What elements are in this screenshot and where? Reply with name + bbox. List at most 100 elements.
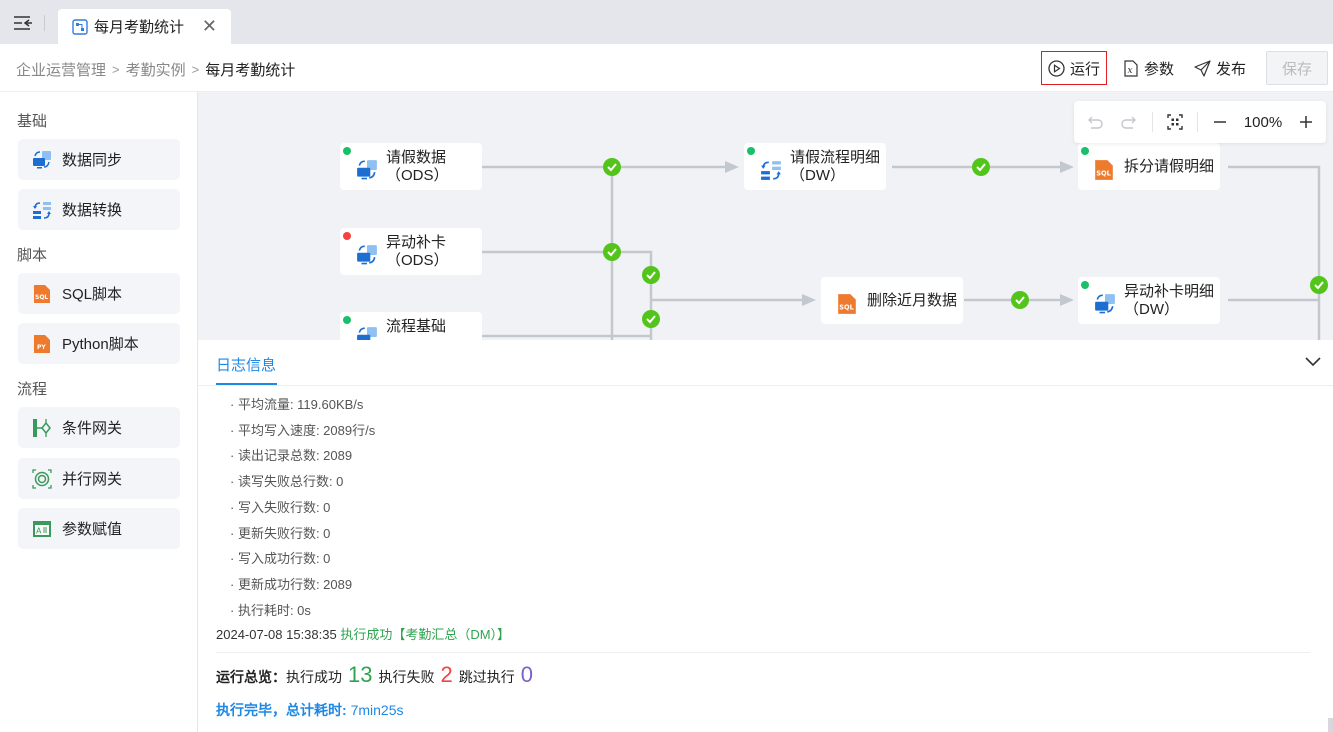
sidebar-item-label: 条件网关 — [62, 420, 123, 437]
edge-n6-right — [1228, 165, 1321, 340]
node-label: 删除近月数据 — [867, 291, 958, 309]
flow-node[interactable]: 异动补卡（ODS） — [340, 228, 482, 275]
check-badge — [1011, 291, 1029, 309]
log-line: · 更新成功行数: 2089 — [230, 577, 353, 592]
flow-node[interactable]: SQL 删除近月数据 — [821, 277, 963, 324]
sidebar-item-data-sync[interactable]: 数据同步 — [18, 139, 180, 180]
breadcrumb-current: 每月考勤统计 — [205, 62, 296, 79]
check-badge — [603, 158, 621, 176]
log-line: · 写入成功行数: 0 — [230, 551, 331, 566]
data-transform-icon — [760, 159, 782, 181]
flow-node[interactable]: 请假流程明细（DW） — [744, 143, 886, 190]
failed-label: 执行失败 — [378, 669, 435, 685]
data-sync-icon — [356, 326, 378, 340]
save-button[interactable]: 保存 — [1266, 51, 1328, 85]
parallel-gateway-icon — [32, 468, 52, 489]
skipped-count: 0 — [520, 662, 533, 687]
summary-title: 运行总览： — [216, 669, 286, 685]
sidebar-item-sql-script[interactable]: SQL SQL脚本 — [18, 273, 180, 314]
tab-label: 每月考勤统计 — [94, 19, 185, 36]
breadcrumb-item[interactable]: 考勤实例 — [125, 62, 186, 79]
section-title-script: 脚本 — [17, 247, 48, 264]
node-label: 流程基础 — [386, 318, 447, 335]
svg-text:SQL: SQL — [839, 303, 854, 311]
send-icon — [1194, 59, 1211, 77]
tab-monthly-attendance[interactable]: 每月考勤统计 ✕ — [58, 9, 231, 44]
breadcrumb-item[interactable]: 企业运营管理 — [16, 62, 107, 79]
param-assign-icon: A — [32, 519, 52, 539]
svg-text:x: x — [1127, 66, 1132, 76]
toolbar-actions: 运行 x 参数 发布 保存 — [1040, 44, 1333, 92]
breadcrumb: 企业运营管理 > 考勤实例 > 每月考勤统计 — [16, 59, 295, 80]
divider — [44, 15, 45, 31]
check-badge — [972, 158, 990, 176]
divider — [1152, 112, 1153, 132]
menu-fold-icon[interactable] — [12, 14, 34, 32]
sidebar-item-parallel-gateway[interactable]: 并行网关 — [18, 458, 180, 499]
log-result-line: 2024-07-08 15:38:35 执行成功【考勤汇总（DM）】 — [216, 624, 510, 643]
svg-text:SQL: SQL — [1096, 169, 1111, 177]
success-count: 13 — [348, 662, 373, 687]
log-line: · 更新失败行数: 0 — [230, 526, 331, 541]
header-bar: 企业运营管理 > 考勤实例 > 每月考勤统计 运行 x 参数 发布 保存 — [0, 44, 1333, 92]
arrow-head — [1060, 161, 1074, 173]
zoom-in-icon[interactable] — [1292, 115, 1320, 129]
component-sidebar: 基础 数据同步 数据转换 脚本 SQL SQL脚本 PY Python脚本 流程… — [0, 92, 198, 732]
data-sync-icon — [356, 244, 378, 266]
sql-icon: SQL — [32, 284, 52, 304]
log-line: · 平均写入速度: 2089行/s — [230, 423, 376, 438]
divider — [216, 652, 1310, 653]
sql-icon: SQL — [1094, 159, 1116, 181]
redo-icon[interactable] — [1112, 114, 1144, 130]
sidebar-item-label: 数据同步 — [62, 152, 123, 169]
check-badge — [642, 266, 660, 284]
data-sync-icon — [356, 159, 378, 181]
undo-icon[interactable] — [1080, 114, 1112, 130]
flow-file-icon — [72, 18, 88, 35]
data-sync-icon — [1094, 293, 1116, 315]
svg-text:SQL: SQL — [35, 294, 48, 301]
sidebar-item-condition-gateway[interactable]: 条件网关 — [18, 407, 180, 448]
finish-line: 执行完毕，总计耗时: 7min25s — [216, 700, 403, 720]
node-label: 异动补卡（ODS） — [386, 233, 449, 269]
check-badge — [603, 243, 621, 261]
chevron-down-icon[interactable] — [1305, 354, 1321, 372]
arrow-head — [1060, 294, 1074, 306]
log-result: 执行成功【考勤汇总（DM）】 — [340, 627, 511, 642]
fit-view-icon[interactable] — [1161, 114, 1189, 130]
top-bar: 每月考勤统计 ✕ — [0, 0, 1333, 44]
zoom-out-icon[interactable] — [1206, 115, 1234, 129]
flow-node[interactable]: 异动补卡明细（DW） — [1078, 277, 1220, 324]
publish-button[interactable]: 发布 — [1194, 58, 1246, 79]
edge-n2-merge — [482, 250, 653, 340]
flow-canvas[interactable]: 请假数据（ODS） 异动补卡（ODS） 流程基础 请假流程明细（DW） SQL … — [198, 92, 1333, 340]
svg-text:PY: PY — [37, 344, 46, 351]
log-line: · 读出记录总数: 2089 — [230, 448, 353, 463]
sidebar-item-python-script[interactable]: PY Python脚本 — [18, 323, 180, 364]
status-dot-success — [343, 316, 351, 324]
sidebar-item-param-assign[interactable]: A 参数赋值 — [18, 508, 180, 549]
failed-count: 2 — [440, 662, 453, 687]
params-button[interactable]: x 参数 — [1123, 58, 1174, 79]
edge-status-checks — [603, 158, 1328, 328]
publish-label: 发布 — [1215, 60, 1246, 78]
sidebar-item-label: 参数赋值 — [62, 521, 123, 538]
tab-log-info[interactable]: 日志信息 — [216, 357, 277, 374]
run-button[interactable]: 运行 — [1040, 51, 1107, 85]
status-dot-success — [343, 147, 351, 155]
check-badge — [642, 310, 660, 328]
log-timestamp: 2024-07-08 15:38:35 — [216, 627, 337, 642]
node-label: 拆分请假明细 — [1124, 157, 1215, 175]
node-label: 请假数据（ODS） — [386, 148, 449, 184]
arrow-head — [725, 161, 739, 173]
flow-node[interactable]: 请假数据（ODS） — [340, 143, 482, 190]
flow-node[interactable]: 流程基础 — [340, 312, 482, 340]
data-transform-icon — [32, 200, 52, 220]
sidebar-item-data-transform[interactable]: 数据转换 — [18, 189, 180, 230]
status-dot-failed — [343, 232, 351, 240]
node-label: 异动补卡明细（DW） — [1124, 282, 1215, 318]
close-icon[interactable]: ✕ — [201, 16, 217, 36]
scrollbar[interactable] — [1328, 718, 1333, 732]
sidebar-item-label: Python脚本 — [62, 336, 139, 353]
flow-node[interactable]: SQL 拆分请假明细 — [1078, 143, 1220, 190]
